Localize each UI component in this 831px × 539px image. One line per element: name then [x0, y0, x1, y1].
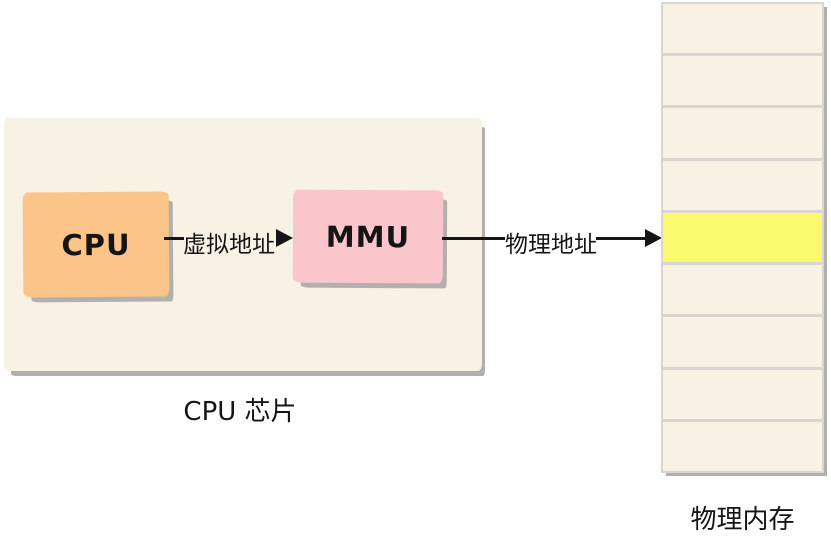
memory-cell	[663, 421, 822, 471]
physical-memory-column	[661, 2, 824, 473]
memory-cell	[663, 56, 822, 109]
virtual-address-label: 虚拟地址	[183, 232, 275, 258]
cpu-box: CPU	[22, 191, 170, 298]
memory-cell-highlighted	[663, 212, 822, 266]
memory-cell	[663, 265, 822, 318]
physical-address-line-left	[442, 237, 505, 240]
physical-address-label: 物理地址	[505, 232, 597, 258]
cpu-chip-caption: CPU 芯片	[183, 397, 297, 427]
memory-cell	[663, 160, 822, 213]
cpu-box-label: CPU	[61, 227, 131, 262]
arrowhead-icon	[645, 229, 662, 247]
memory-cell	[663, 108, 822, 161]
memory-cell	[663, 4, 822, 57]
physical-memory-caption: 物理内存	[690, 505, 795, 535]
mmu-box: MMU	[292, 189, 444, 284]
mmu-box-label: MMU	[325, 219, 411, 254]
virtual-address-line	[164, 237, 184, 240]
memory-cell	[663, 317, 822, 370]
memory-cell	[663, 369, 822, 422]
physical-address-line-right	[596, 237, 648, 240]
arrowhead-icon	[276, 229, 293, 247]
